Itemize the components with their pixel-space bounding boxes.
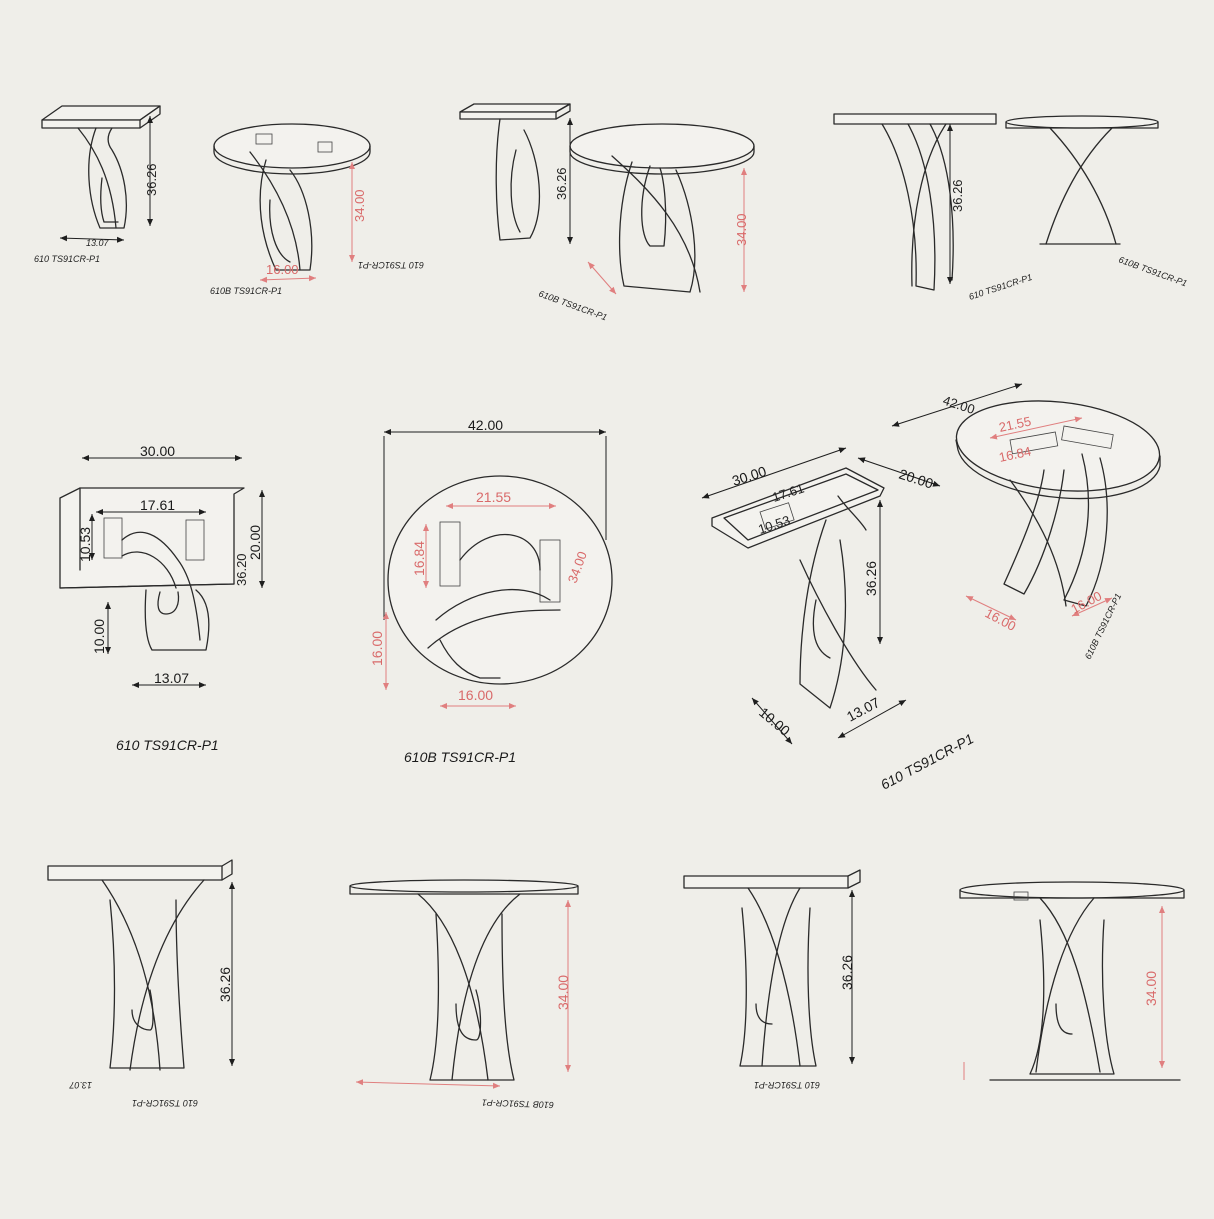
height-label: 36.26 [839, 955, 855, 990]
inner-depth-label: 16.84 [998, 443, 1033, 464]
model-label: 610 TS91CR-P1 [878, 730, 976, 792]
model-label: 610B TS91CR-P1 [537, 288, 608, 322]
model-label: 610B TS91CR-P1 [1117, 254, 1188, 288]
view-r3-610b-side: 34.00 [959, 881, 1185, 1081]
height-label: 36.26 [950, 179, 965, 212]
base-width-label: 13.07 [86, 238, 110, 248]
view-r1-610-side: 36.26 610 TS91CR-P1 [358, 103, 573, 270]
model-label: 610B TS91CR-P1 [210, 286, 282, 296]
height-label: 36.26 [217, 967, 233, 1002]
view-r3-610-front: 36.26 13.07 610 TS91CR-P1 [47, 859, 235, 1108]
height-label: 34.00 [1143, 971, 1159, 1006]
base-width-label: 16.00 [1068, 588, 1104, 617]
model-label: 610 TS91CR-P1 [116, 737, 219, 753]
base-depth-label: 16.00 [983, 605, 1019, 634]
base-width-label: 13.07 [68, 1080, 92, 1090]
base-depth-label: 10.00 [91, 619, 107, 654]
view-r2-610b-iso: 42.00 21.55 16.84 16.00 16.00 610B TS91C… [891, 383, 1161, 661]
view-r2-610-iso: 30.00 17.61 10.53 20.00 36.26 10.00 13.0… [701, 447, 976, 793]
inner-width-label: 21.55 [476, 489, 511, 505]
view-r2-610b-plan: 42.00 21.55 16.84 34.00 16.00 16.00 610B… [369, 417, 613, 765]
model-label: 610B TS91CR-P1 [404, 749, 516, 765]
model-label: 610 TS91CR-P1 [968, 272, 1034, 302]
inner-depth-label: 10.53 [77, 527, 93, 562]
top-width-label: 30.00 [140, 443, 175, 459]
height-label: 34.00 [352, 189, 367, 222]
inner-depth-label: 16.84 [411, 541, 427, 576]
base-width-label: 13.07 [154, 670, 189, 686]
height-label: 36.26 [863, 561, 879, 596]
view-r3-610-side: 36.26 610 TS91CR-P1 [683, 869, 861, 1090]
view-r1-610b-iso: 34.00 16.00 610B TS91CR-P1 [210, 123, 371, 296]
view-r1-610b-front: 610B TS91CR-P1 [1005, 115, 1188, 289]
model-label: 610 TS91CR-P1 [754, 1080, 820, 1090]
view-r1-610-front: 36.26 610 TS91CR-P1 [833, 113, 1034, 302]
top-diameter-label: 42.00 [941, 393, 977, 417]
base-width-label: 16.00 [458, 687, 493, 703]
base-label: 16.00 [266, 262, 299, 277]
base-depth-label: 10.00 [756, 704, 793, 739]
top-depth-label: 20.00 [247, 525, 263, 560]
thickness-label: 36.20 [234, 553, 249, 586]
height-label: 34.00 [555, 975, 571, 1010]
base-width-label: 13.07 [844, 694, 883, 725]
view-r2-610-plan: 30.00 17.61 10.53 20.00 36.20 10.00 13.0… [59, 443, 265, 753]
view-r1-610-iso: 36.26 13.07 610 TS91CR-P1 [34, 105, 161, 264]
base-depth-label: 16.00 [369, 631, 385, 666]
inner-width-label: 21.55 [998, 413, 1033, 434]
inner-width-label: 17.61 [140, 497, 175, 513]
height-label: 34.00 [734, 213, 749, 246]
height-label: 36.26 [554, 167, 569, 200]
model-label: 610 TS91CR-P1 [358, 260, 424, 270]
model-label: 610 TS91CR-P1 [132, 1098, 198, 1108]
top-diameter-label: 42.00 [468, 417, 503, 433]
top-width-label: 30.00 [730, 463, 768, 489]
model-label: 610B TS91CR-P1 [482, 1097, 554, 1110]
view-r3-610b-front: 34.00 610B TS91CR-P1 [349, 879, 579, 1110]
height-label: 36.26 [144, 163, 159, 196]
top-depth-label: 20.00 [897, 466, 935, 492]
model-label: 610 TS91CR-P1 [34, 254, 100, 264]
